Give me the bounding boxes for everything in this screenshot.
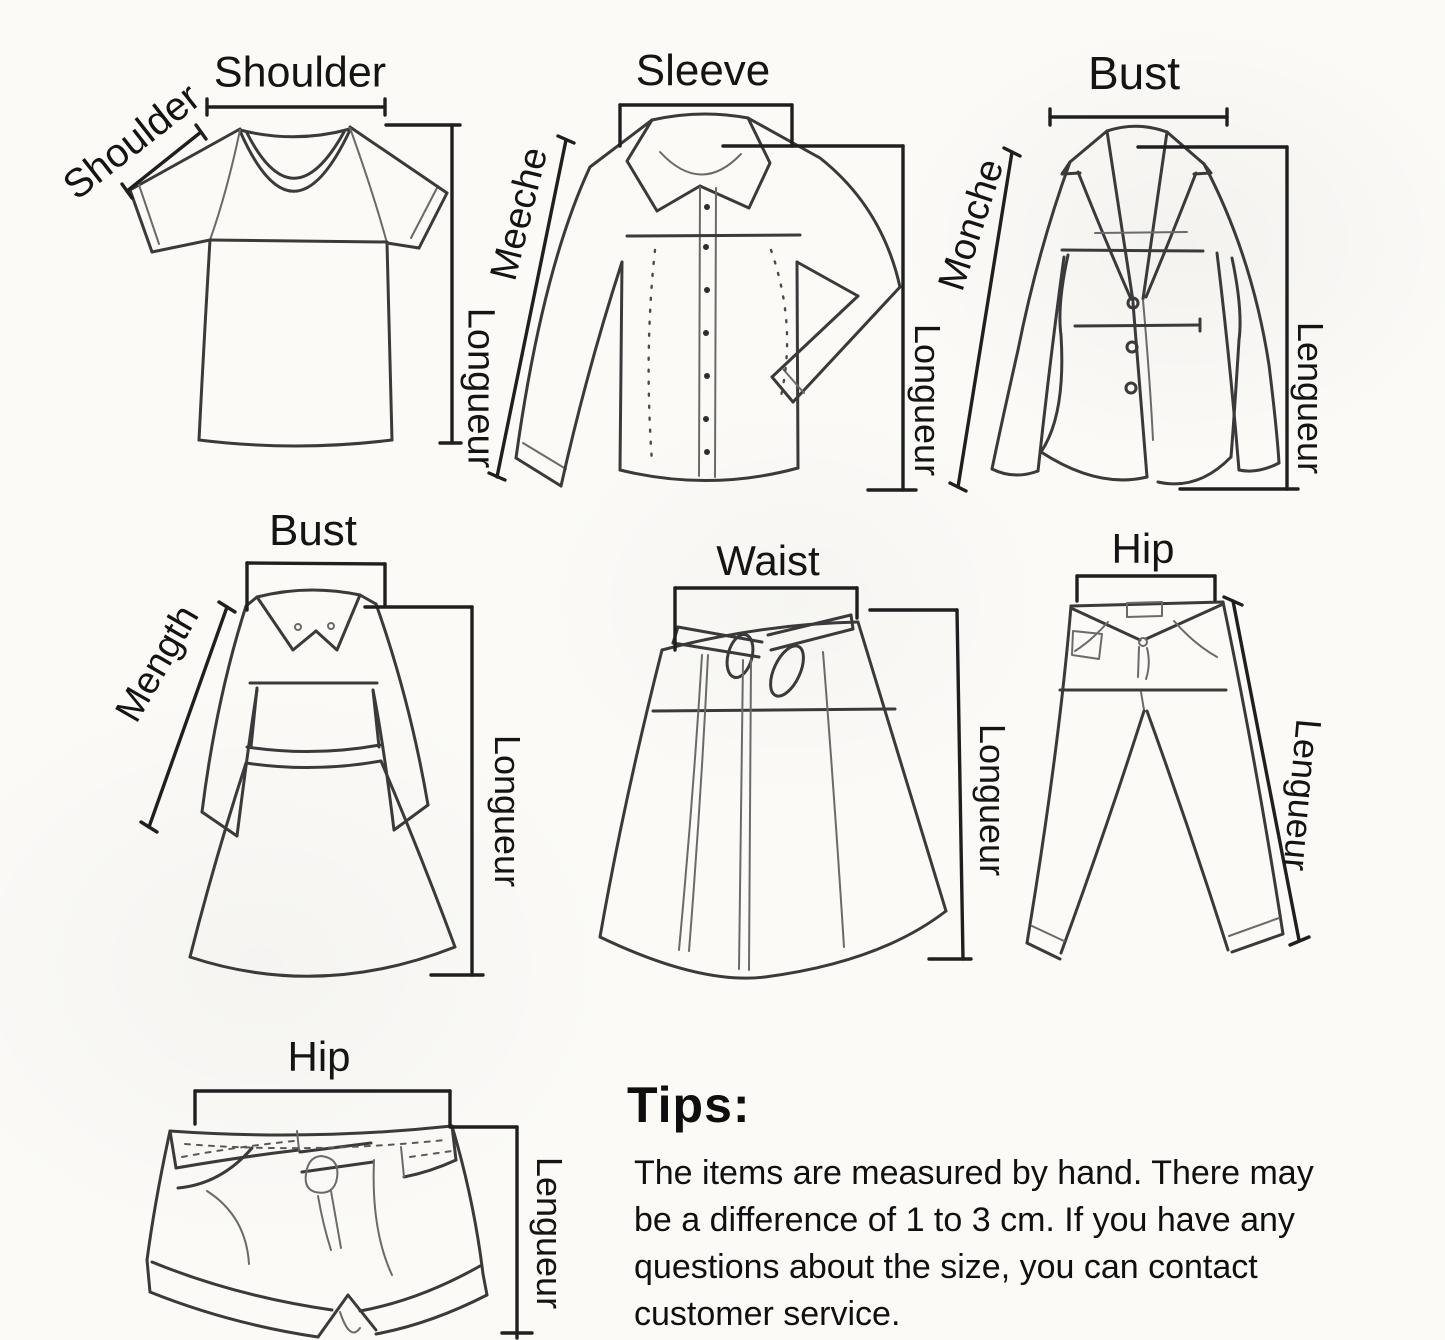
shorts-drawing [145, 1089, 534, 1340]
tips-line: The items are measured by hand. There ma… [634, 1154, 1314, 1192]
tshirt-drawing [120, 97, 463, 448]
shirt-sleeve-label: Sleeve [635, 46, 771, 95]
blazer-length-label: Lengueur [1290, 321, 1331, 475]
skirt-waist-label: Waist [716, 537, 820, 584]
pants-drawing [1025, 574, 1311, 961]
shorts-hip-label: Hip [287, 1033, 351, 1080]
tips-line: customer service. [634, 1295, 901, 1333]
dress-drawing [139, 561, 485, 978]
shirt-drawing [487, 103, 918, 492]
tips-line: questions about the size, you can contac… [634, 1248, 1258, 1286]
tshirt-shoulder-label: Shoulder [213, 48, 387, 97]
skirt-drawing [598, 586, 973, 980]
dress-bust-label: Bust [268, 506, 358, 555]
blazer-bust-label: Bust [1087, 47, 1181, 99]
blazer-drawing [948, 107, 1300, 493]
dress-length-label: Longueur [487, 734, 528, 888]
tshirt-length-label: Longueur [459, 307, 502, 469]
tips-paragraph: The items are measured by hand. There ma… [634, 1150, 1314, 1338]
shirt-length-label: Longueur [907, 323, 948, 477]
tips-heading: Tips: [627, 1077, 751, 1133]
shorts-length-label: Lengueur [529, 1156, 570, 1310]
tips-line: be a difference of 1 to 3 cm. If you hav… [634, 1201, 1295, 1239]
skirt-length-label: Longueur [972, 723, 1013, 877]
pants-hip-label: Hip [1111, 525, 1175, 572]
